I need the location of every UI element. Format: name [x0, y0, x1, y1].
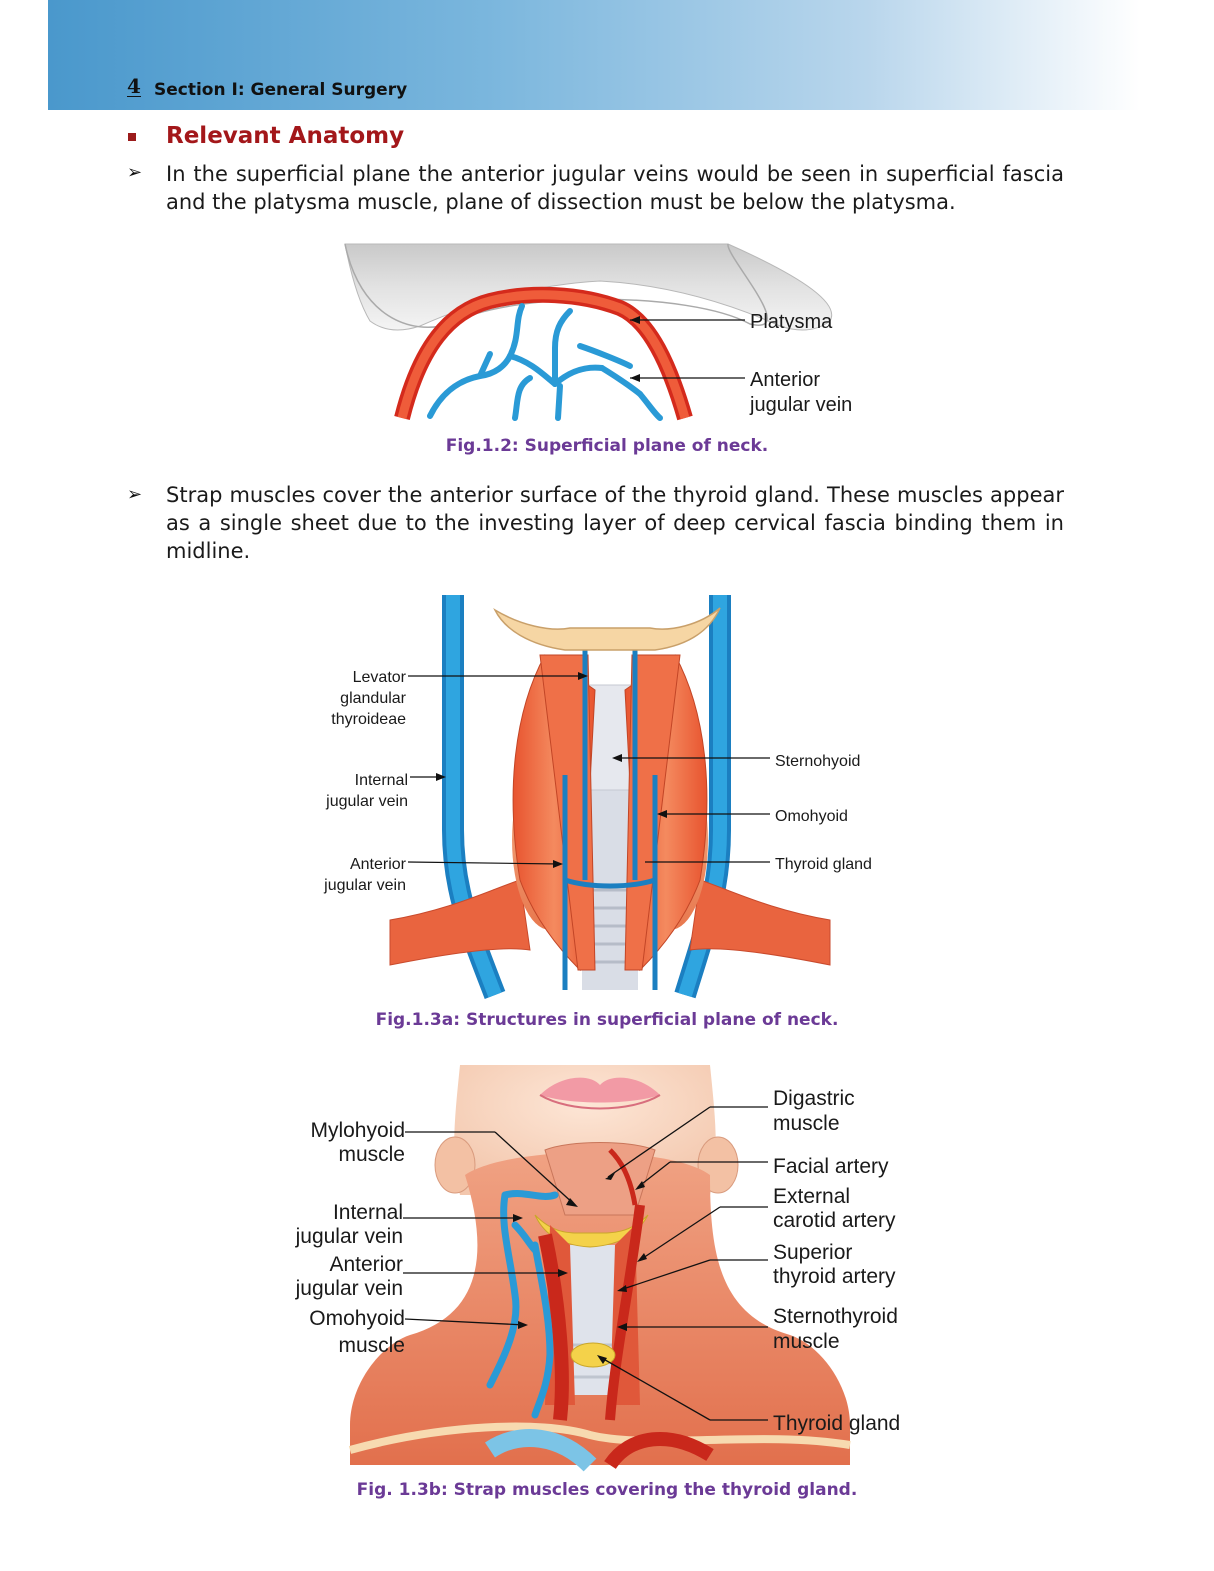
label-omohyoid: Omohyoid: [775, 808, 848, 825]
label-anterior: Anterior: [350, 856, 407, 873]
page-number: 4: [127, 74, 141, 98]
label-jugular-vein: jugular vein: [295, 1225, 403, 1248]
arrow-bullet-icon: ➢: [127, 162, 143, 183]
section-title: Section I: General Surgery: [154, 80, 408, 100]
label-glandular: glandular: [340, 690, 407, 707]
label-superior: Superior: [773, 1241, 852, 1264]
paragraph-2: Strap muscles cover the anterior surface…: [166, 483, 1064, 563]
label-muscle: muscle: [338, 1334, 405, 1357]
label-anterior: Anterior: [329, 1253, 403, 1276]
square-bullet-icon: [128, 133, 136, 141]
label-facial-artery: Facial artery: [773, 1155, 889, 1178]
label-external: External: [773, 1185, 850, 1208]
label-internal: Internal: [333, 1201, 403, 1224]
paragraph-1: In the superficial plane the anterior ju…: [166, 162, 1064, 214]
header-band: [48, 0, 1140, 110]
figure-strap-muscles: Mylohyoid muscle Internal jugular vein A…: [295, 1065, 900, 1472]
label-internal: Internal: [355, 772, 408, 789]
label-jugular-vein: jugular vein: [749, 394, 852, 416]
figure-structures-superficial-plane: Levator glandular thyroideae Internal ju…: [323, 595, 872, 999]
label-thyroideae: thyroideae: [331, 711, 406, 728]
label-omohyoid: Omohyoid: [309, 1307, 405, 1330]
figure-caption-1-3b: Fig. 1.3b: Strap muscles covering the th…: [356, 1480, 858, 1500]
label-anterior: Anterior: [750, 369, 820, 391]
label-digastric: Digastric: [773, 1087, 855, 1110]
label-jugular-vein: jugular vein: [323, 877, 406, 894]
label-sternothyroid: Sternothyroid: [773, 1305, 898, 1328]
label-muscle: muscle: [773, 1330, 840, 1353]
label-jugular-vein: jugular vein: [295, 1277, 403, 1300]
label-sternohyoid: Sternohyoid: [775, 753, 860, 770]
label-muscle: muscle: [773, 1112, 840, 1135]
label-mylohyoid: Mylohyoid: [310, 1119, 405, 1142]
label-levator: Levator: [353, 669, 407, 686]
label-thyroid-gland: Thyroid gland: [773, 1412, 900, 1435]
label-platysma: Platysma: [750, 311, 833, 333]
label-thyroid-gland: Thyroid gland: [775, 856, 872, 873]
section-heading: Relevant Anatomy: [166, 123, 405, 149]
label-jugular-vein: jugular vein: [325, 793, 408, 810]
figure-caption-1-2: Fig.1.2: Superficial plane of neck.: [445, 436, 769, 456]
figure-caption-1-3a: Fig.1.3a: Structures in superficial plan…: [375, 1010, 839, 1030]
label-thyroid-artery: thyroid artery: [773, 1265, 896, 1288]
arrow-bullet-icon: ➢: [127, 484, 143, 505]
label-muscle: muscle: [338, 1143, 405, 1166]
label-carotid-artery: carotid artery: [773, 1209, 896, 1232]
figure-superficial-plane: Platysma Anterior jugular vein: [344, 243, 852, 421]
